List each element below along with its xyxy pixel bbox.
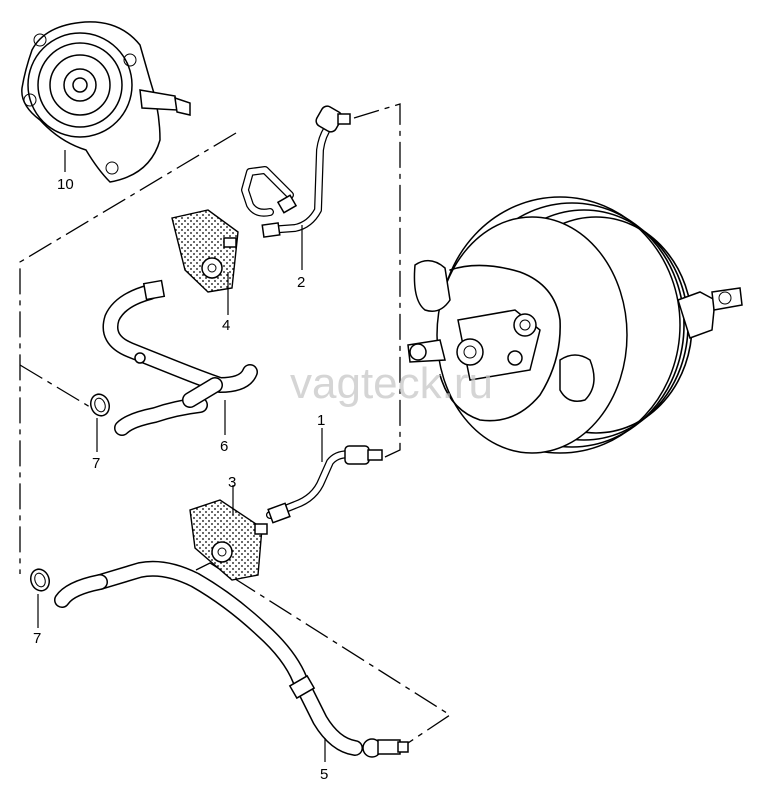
hose-clip-7a bbox=[89, 393, 111, 417]
part-label-3: 3 bbox=[228, 474, 236, 491]
part-label-2: 2 bbox=[297, 274, 305, 291]
watermark: vagteck.ru bbox=[290, 359, 493, 408]
vacuum-line-1 bbox=[266, 445, 383, 524]
part-label-5: 5 bbox=[320, 766, 328, 783]
check-valve-3 bbox=[189, 499, 268, 581]
vacuum-line-2 bbox=[241, 105, 351, 238]
hose-5 bbox=[54, 560, 409, 758]
part-labels: 10 2 4 6 7 1 3 7 5 bbox=[33, 176, 328, 783]
part-label-4: 4 bbox=[222, 317, 230, 334]
part-label-7b: 7 bbox=[33, 630, 41, 647]
part-label-7a: 7 bbox=[92, 455, 100, 472]
part-label-10: 10 bbox=[57, 176, 74, 193]
leader-lines bbox=[37, 150, 326, 762]
part-label-1: 1 bbox=[317, 412, 325, 429]
reference-lines bbox=[19, 103, 452, 744]
hose-clip-7b bbox=[29, 568, 51, 592]
vacuum-pump-part bbox=[21, 21, 191, 183]
hose-6 bbox=[102, 279, 258, 436]
brake-booster bbox=[407, 196, 743, 454]
check-valve-4 bbox=[171, 209, 239, 293]
part-label-6: 6 bbox=[220, 438, 228, 455]
